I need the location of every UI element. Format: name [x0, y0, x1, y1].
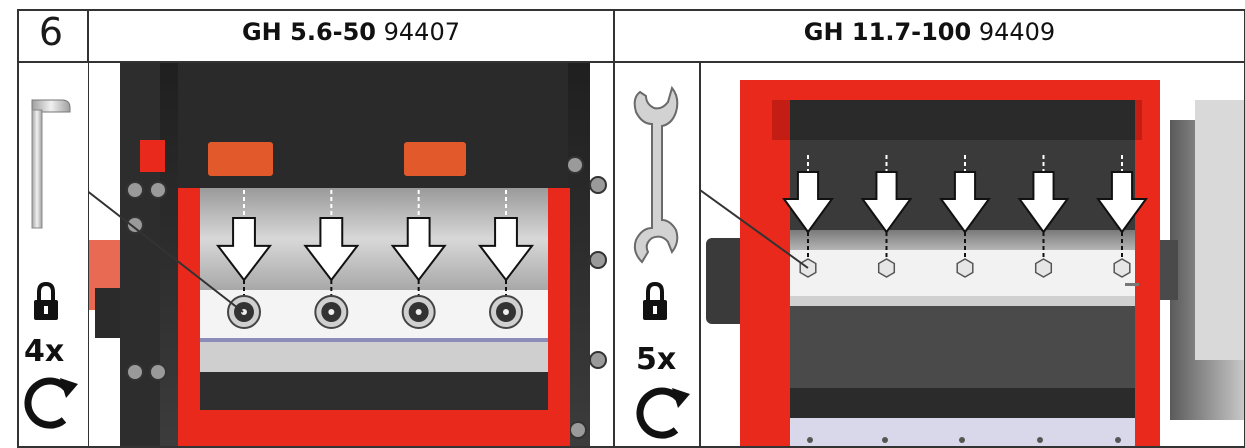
down-arrow	[1017, 171, 1070, 234]
hex-bolt	[956, 258, 974, 278]
right-model-name: GH 11.7-100	[803, 18, 972, 46]
left-tab	[208, 142, 273, 176]
rotate-clockwise-icon-left	[24, 377, 78, 429]
left-panel-title: GH 5.6-50 94407	[88, 12, 614, 52]
down-arrow	[860, 171, 913, 234]
left-blade-upper	[200, 188, 548, 290]
left-part-number: 94407	[383, 18, 460, 46]
rotate-clockwise-icon-right	[636, 387, 690, 439]
down-arrow	[939, 171, 991, 234]
right-arrow-group	[782, 155, 1148, 278]
lock-icon-left	[34, 281, 58, 320]
down-arrow	[782, 171, 834, 234]
right-bolt-count: 5x	[636, 342, 677, 377]
lock-icon-right	[643, 281, 667, 320]
right-panel-title: GH 11.7-100 94409	[614, 12, 1245, 52]
open-end-wrench-icon	[633, 85, 679, 264]
hex-bolt	[877, 258, 896, 278]
right-machine-illustration	[700, 62, 1245, 448]
left-model-name: GH 5.6-50	[241, 18, 376, 46]
step-number: 6	[38, 10, 64, 54]
allen-key-icon	[31, 99, 71, 229]
right-part-number: 94409	[978, 18, 1056, 46]
left-arrow-group	[215, 190, 535, 329]
table-grid	[17, 9, 1245, 448]
down-arrow	[303, 217, 360, 282]
hex-bolt	[1113, 258, 1131, 278]
down-arrow	[477, 217, 535, 282]
down-arrow	[215, 217, 273, 282]
left-bolt-count: 4x	[24, 334, 65, 369]
down-arrow	[1096, 171, 1148, 234]
right-tab	[404, 142, 466, 176]
hex-bolt	[1034, 258, 1053, 278]
down-arrow	[390, 217, 447, 282]
